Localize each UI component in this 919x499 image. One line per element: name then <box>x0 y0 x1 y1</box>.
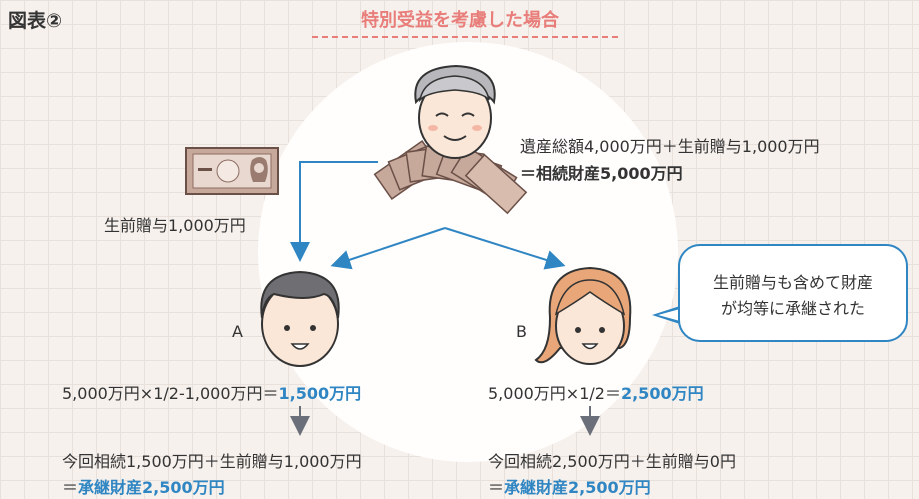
heir-a-total-prefix: ＝ <box>62 478 79 497</box>
heir-a-calculation: 5,000万円×1/2-1,000万円＝1,500万円 <box>62 380 361 404</box>
bubble-line-1: 生前贈与も含めて財産 <box>712 273 873 292</box>
heir-b-total-prefix: ＝ <box>488 478 505 497</box>
estate-result-line: ＝相続財産5,000万円 <box>520 164 683 183</box>
bubble-tail-inner <box>658 309 680 321</box>
arrow-to-a <box>330 227 446 270</box>
heir-a-total: ＝承継財産2,500万円 <box>62 474 225 498</box>
speech-bubble: 生前贈与も含めて財産 が均等に承継された <box>678 244 908 342</box>
heir-a-total-value: 承継財産2,500万円 <box>78 478 225 497</box>
arrow-to-b <box>444 227 566 270</box>
heir-b-calculation: 5,000万円×1/2＝2,500万円 <box>488 380 704 404</box>
grandparent-avatar <box>414 64 496 159</box>
heir-a-inherit-line: 今回相続1,500万円＋生前贈与1,000万円 <box>62 452 362 471</box>
heir-b-calc-prefix: 5,000万円×1/2＝ <box>488 384 621 403</box>
heir-a-label: A <box>232 322 243 341</box>
bubble-line-2: が均等に承継された <box>720 299 865 318</box>
heir-b-avatar <box>534 266 632 365</box>
estate-total-line: 遺産総額4,000万円＋生前贈与1,000万円 <box>520 137 820 156</box>
diagram-title: 特別受益を考慮した場合 <box>361 10 559 31</box>
heir-a-calc-result: 1,500万円 <box>278 384 362 403</box>
heir-b-total-value: 承継財産2,500万円 <box>504 478 651 497</box>
figure-label: 図表② <box>8 10 63 32</box>
banknote-icon <box>185 147 279 195</box>
heir-b-total: ＝承継財産2,500万円 <box>488 474 651 498</box>
heir-a-calc-prefix: 5,000万円×1/2-1,000万円＝ <box>62 384 279 403</box>
heir-b-inherit-line: 今回相続2,500万円＋生前贈与0円 <box>488 452 736 471</box>
title-underline <box>312 36 618 38</box>
heir-b-calc-result: 2,500万円 <box>620 384 704 403</box>
gift-label: 生前贈与1,000万円 <box>104 216 246 235</box>
heir-b-label: B <box>516 322 527 341</box>
gift-arrow <box>290 161 378 262</box>
heir-a-avatar <box>260 270 340 367</box>
